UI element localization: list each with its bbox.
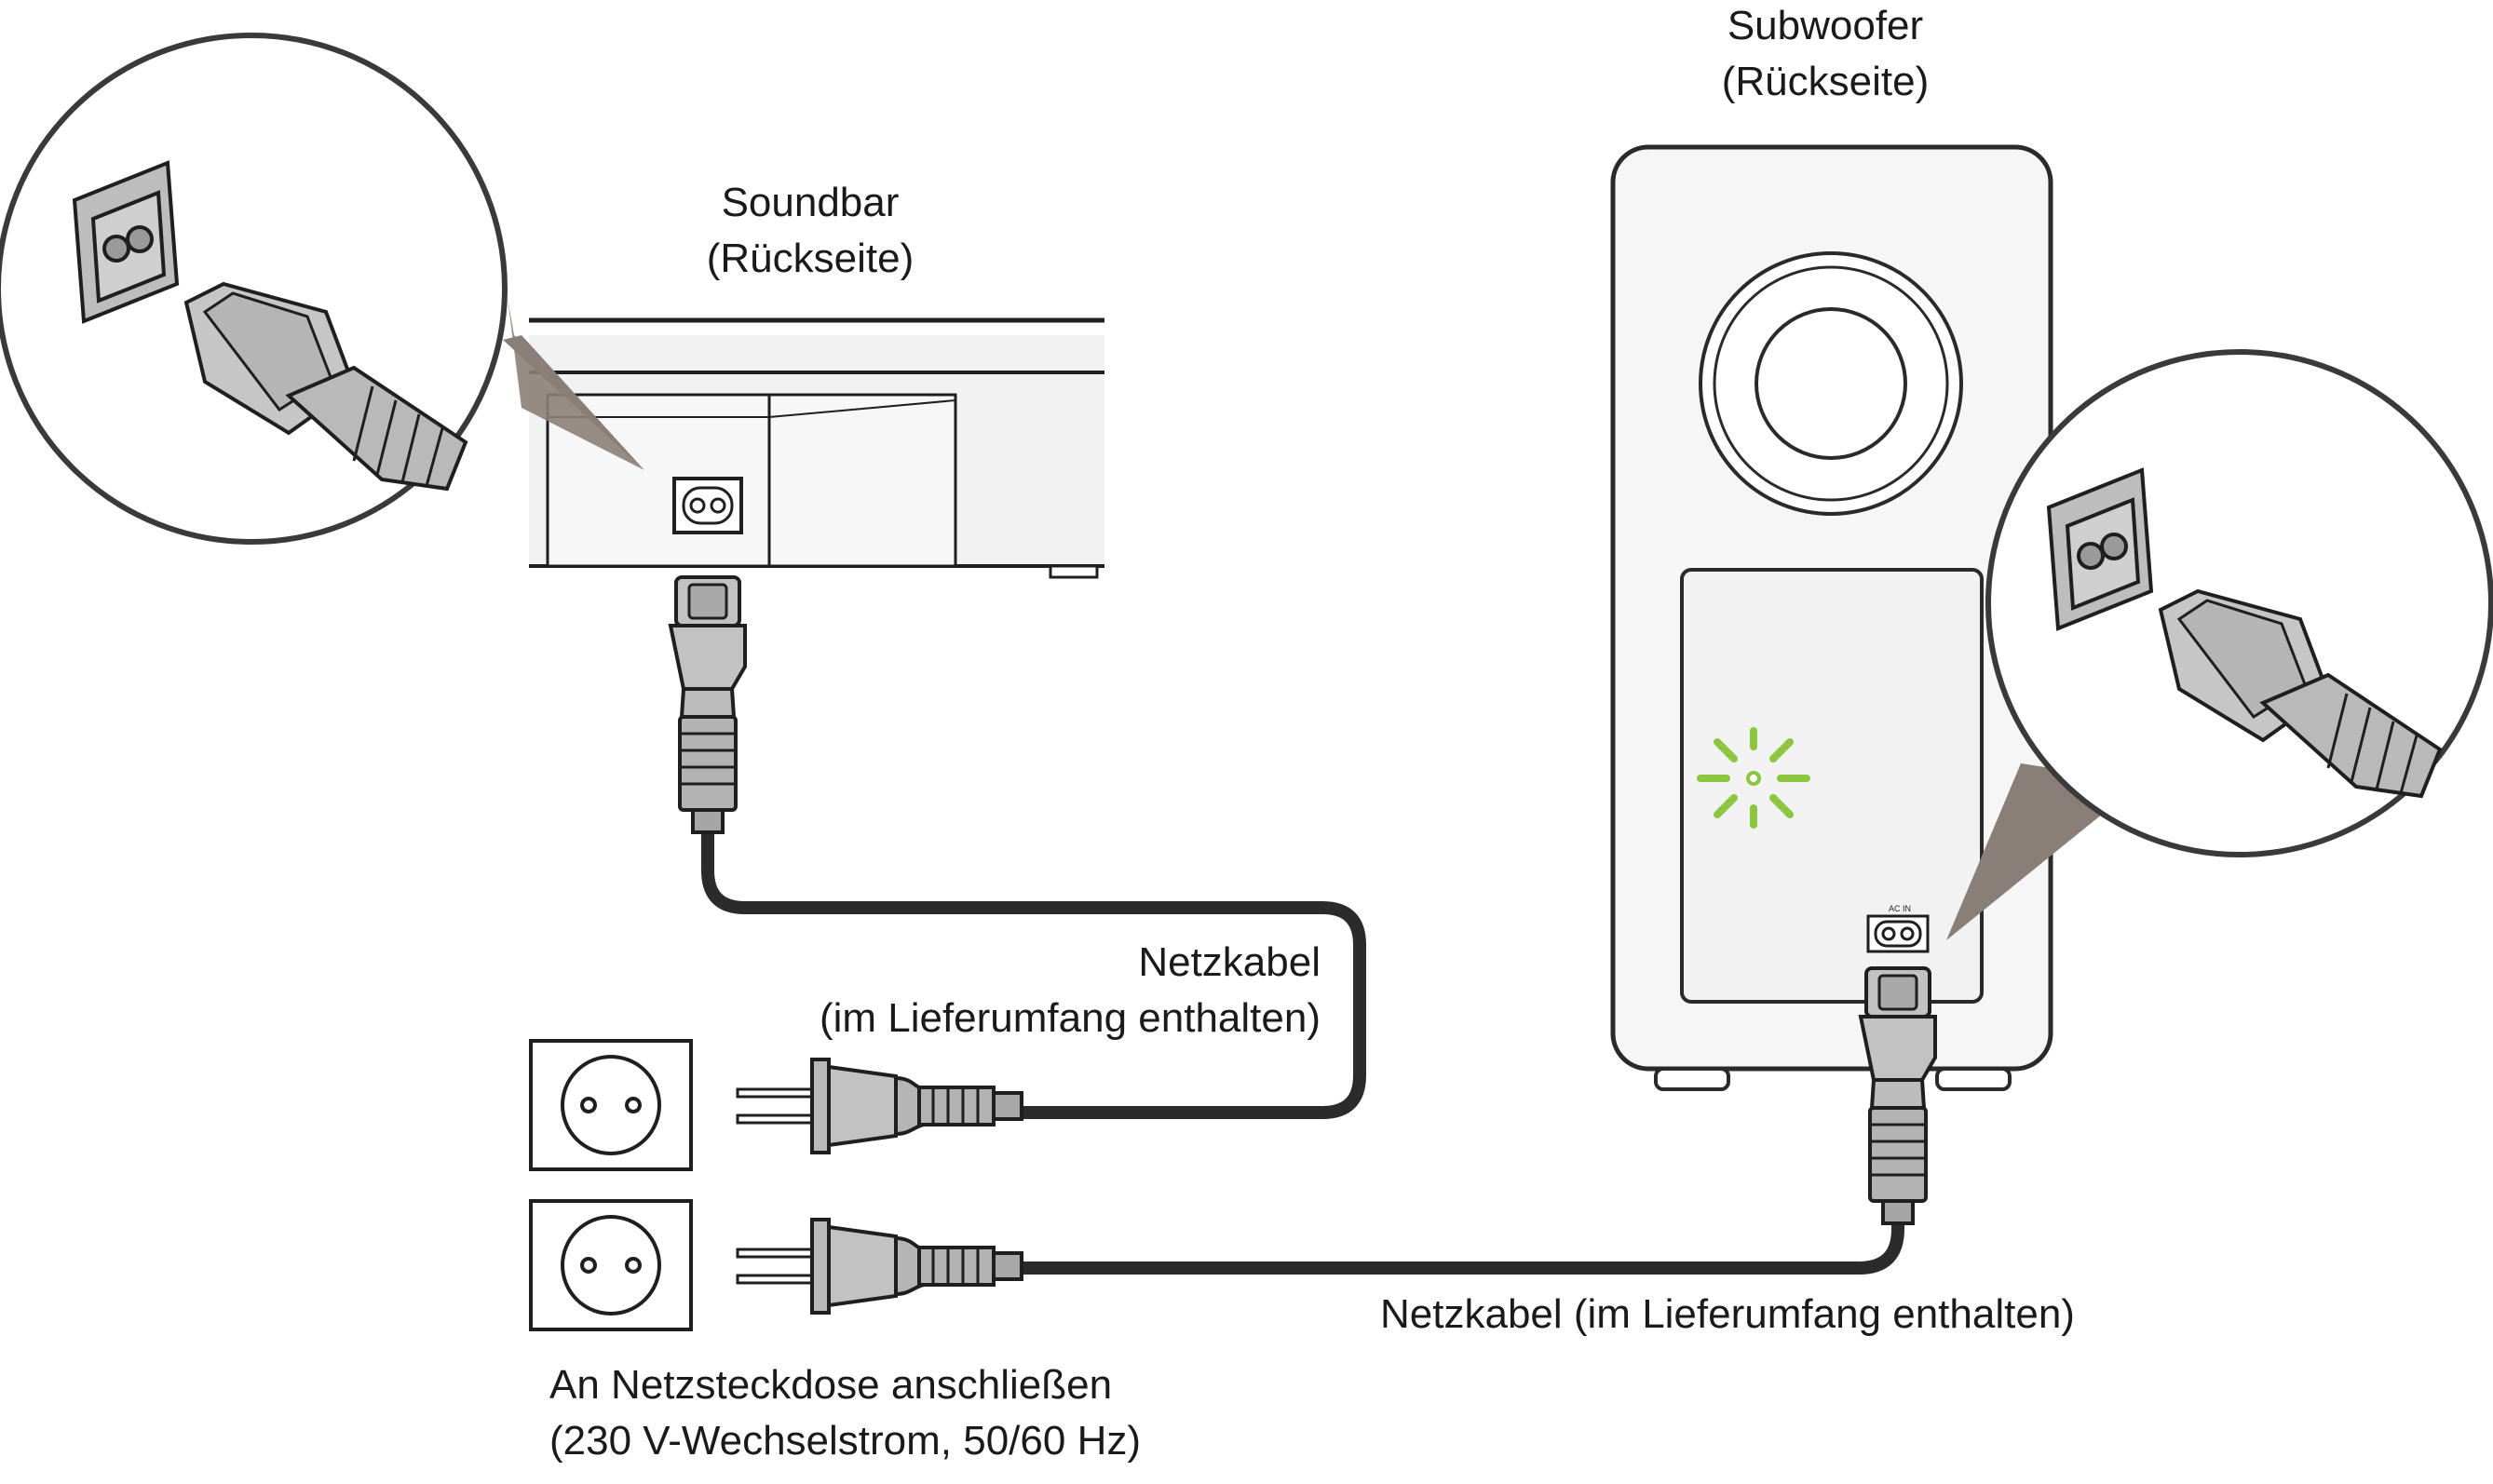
c7-plug-soundbar [669, 575, 747, 834]
wall-outlet-icon [529, 1039, 693, 1171]
zoom-beam [508, 298, 644, 470]
cable2-label: Netzkabel (im Lieferumfang enthalten) [1380, 1291, 2075, 1337]
c7-plug-subwoofer [1859, 966, 1937, 1225]
figure-8-inlet-icon [1866, 914, 1930, 953]
wall-outlet-icon [529, 1199, 693, 1331]
outlet-sublabel: (230 V-Wechselstrom, 50/60 Hz) [549, 1418, 1141, 1464]
europlug-top [736, 1058, 1023, 1154]
soundbar [529, 317, 1104, 579]
figure-8-inlet-icon [672, 477, 743, 534]
zoom-circle-right [1985, 349, 2493, 857]
ac-in-label: AC IN [1889, 904, 1911, 913]
subwoofer-side: (Rückseite) [1722, 59, 1930, 104]
cable1-sublabel: (im Lieferumfang enthalten) [820, 995, 1321, 1041]
subwoofer-power-cable [969, 966, 1937, 1275]
soundbar-side: (Rückseite) [707, 236, 915, 281]
soundbar-power-cable [669, 575, 1366, 1119]
cable1-label: Netzkabel [1138, 939, 1321, 985]
zoom-circle-left [0, 33, 508, 545]
soundbar-title: Soundbar [722, 180, 900, 225]
europlug-bottom [736, 1218, 1023, 1315]
subwoofer-title: Subwoofer [1727, 3, 1923, 48]
outlet-label: An Netzsteckdose anschließen [549, 1362, 1112, 1408]
subwoofer: AC IN [1610, 144, 2053, 1091]
blinking-led-icon [1697, 727, 1810, 829]
